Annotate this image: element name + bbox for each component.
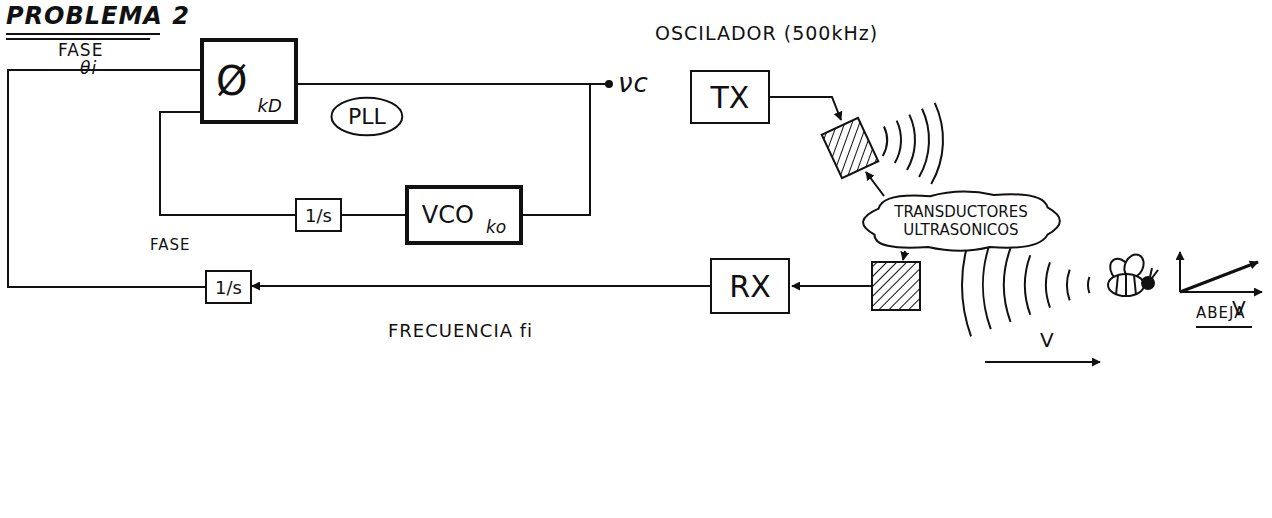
node-text: PLL: [348, 104, 386, 129]
leader-line: [903, 251, 905, 260]
rx-wire: [792, 285, 872, 287]
pll-label-path: [331, 98, 402, 136]
velocity-arrow: [985, 361, 1100, 363]
output-wire: [590, 83, 606, 85]
node-text: VCO: [422, 201, 474, 229]
integrator-box: 1/s: [295, 198, 342, 232]
note: OSCILADOR (500kHz): [655, 22, 878, 44]
label-underline: [1196, 326, 1252, 328]
receiver-box: RX: [710, 258, 790, 314]
wave-arc: [1046, 262, 1050, 307]
signal-name: FASE: [58, 40, 103, 60]
drawing-part: [822, 118, 879, 178]
integrator-box: 1/s: [205, 270, 252, 304]
title-underline: [6, 38, 150, 40]
signal-name: FRECUENCIA fi: [388, 320, 533, 341]
velocity-arrow: [1180, 291, 1262, 293]
node-text: Ø: [216, 58, 247, 104]
signal-name: νc: [618, 68, 649, 98]
drawing-part: [1108, 274, 1144, 296]
drawing-part: [1125, 274, 1127, 296]
transmitter-box: TX: [690, 70, 770, 124]
signal-name: θi: [80, 58, 97, 78]
signal-wire: [160, 112, 295, 215]
wave-arc: [983, 241, 991, 329]
callout-cloud: TRANSDUCTORES ULTRASONICOS: [858, 190, 1064, 252]
node-text: 1/s: [305, 205, 332, 226]
title-underline: [6, 33, 160, 35]
wave-arc: [1067, 270, 1070, 301]
wave-arc: [1088, 277, 1089, 293]
node-gain: kD: [258, 95, 282, 116]
leader-line: [866, 172, 884, 196]
callout-cloud-path: [863, 192, 1060, 251]
velocity-label: V: [1232, 296, 1247, 320]
node-text: 1/s: [215, 277, 242, 298]
wave-arc: [895, 121, 901, 163]
node-text: RX: [729, 269, 770, 304]
signal-wire: [8, 70, 205, 287]
diagram-title: PROBLEMA 2: [6, 2, 190, 30]
velocity-label: V: [1040, 328, 1055, 352]
signal-name: FASE: [150, 236, 191, 254]
drawing-part: [1134, 275, 1136, 295]
phase-detector: ØkD: [200, 38, 298, 124]
velocity-arrow: [1180, 262, 1258, 292]
vco-box: VCO ko: [405, 185, 523, 245]
node-text: TRANSDUCTORES ULTRASONICOS: [876, 203, 1046, 239]
tx-wire: [770, 97, 841, 120]
pll-label: PLL: [330, 96, 404, 137]
wave-arc: [883, 126, 887, 156]
rx-transducer: [872, 262, 920, 310]
signal-wire: [252, 285, 710, 287]
output-terminal: [605, 80, 613, 88]
node-gain: ko: [486, 217, 506, 237]
bee: [1106, 251, 1158, 296]
tx-transducer: [822, 118, 879, 178]
velocity-arrow: [1179, 252, 1181, 292]
drawing-part: [1116, 275, 1118, 295]
wave-arc: [1004, 248, 1011, 322]
wave-arc: [1025, 255, 1030, 315]
drawing-part: [1150, 268, 1152, 277]
wave-arc: [931, 103, 943, 184]
wave-arc: [907, 115, 915, 170]
drawing-part: [1142, 277, 1154, 289]
signal-wire: [342, 214, 405, 216]
drawing-part: [1152, 270, 1158, 278]
node-text: TX: [711, 80, 750, 115]
wave-arc: [919, 109, 929, 177]
